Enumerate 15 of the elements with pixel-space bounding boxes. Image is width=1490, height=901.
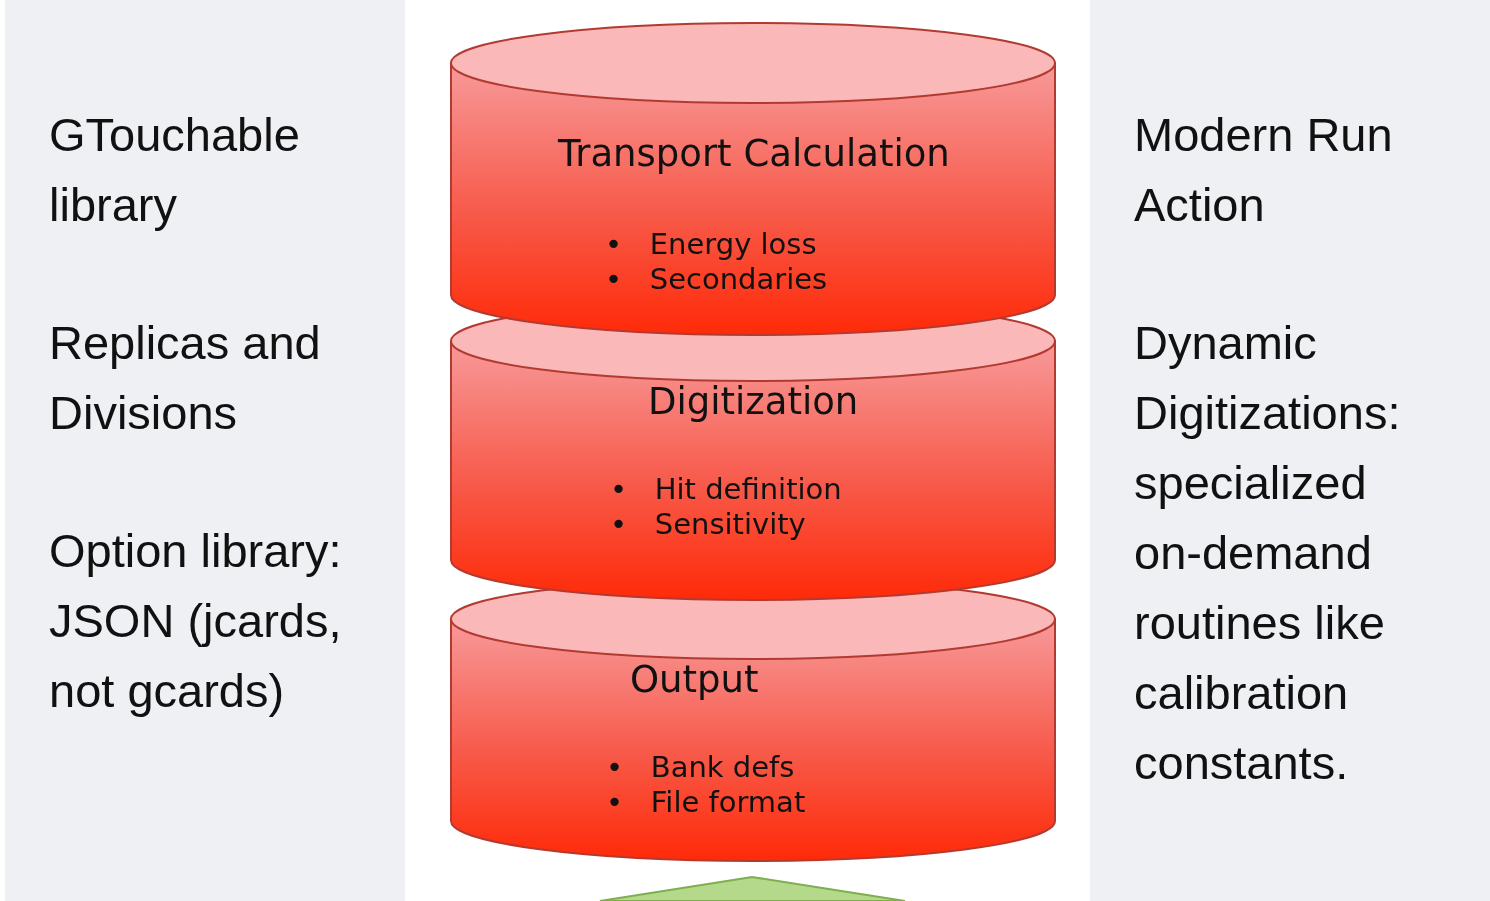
triangle-shape <box>598 875 908 901</box>
panel-text: Replicas and Divisions <box>49 315 322 441</box>
panel-text: GTouchable library <box>49 107 301 233</box>
bullet-item: • Bank defs <box>606 750 796 785</box>
cylinder-title: Transport Calculation <box>558 132 950 175</box>
bullet-item: • Hit definition <box>610 472 842 507</box>
bullet-item: • Energy loss <box>605 227 818 262</box>
bullet-item: • Secondaries <box>605 262 828 297</box>
panel-text: Option library: JSON (jcards, not gcards) <box>49 523 343 719</box>
bullet-item: • Sensitivity <box>610 507 807 542</box>
cylinder-title: Output <box>630 658 759 701</box>
panel-text: Modern Run Action <box>1134 107 1394 233</box>
cylinder-title: Digitization <box>648 380 859 423</box>
bullet-item: • File format <box>606 785 806 820</box>
panel-text: Dynamic Digitizations: specialized on-demand routines like calibration constants. <box>1134 315 1402 791</box>
